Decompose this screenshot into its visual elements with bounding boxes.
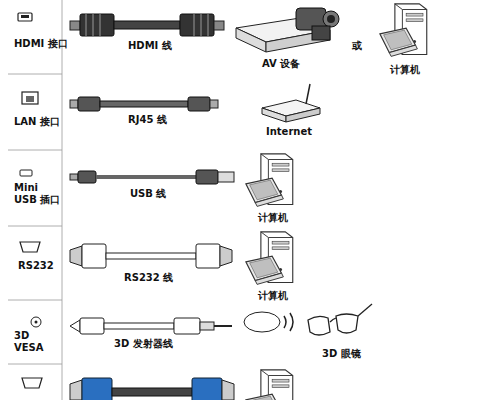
port-label: LAN 接口 [14, 116, 60, 128]
cable-label: RS232 线 [124, 272, 173, 284]
port-label: Mini USB 插口 [14, 182, 62, 206]
device-label: 计算机 [258, 290, 288, 302]
device-label: Internet [266, 126, 312, 138]
port-label: 3D VESA [14, 330, 48, 354]
device-label: 计算机 [390, 64, 420, 76]
device-label: 计算机 [258, 212, 288, 224]
device-label: AV 设备 [262, 58, 300, 70]
cable-label: HDMI 线 [128, 40, 172, 52]
port-label: HDMI 接口 [14, 38, 68, 50]
cable-label: RJ45 线 [128, 114, 167, 126]
or-label: 或 [352, 40, 362, 52]
cable-label: 3D 发射器线 [114, 338, 173, 350]
device-label: 3D 眼镜 [322, 348, 361, 360]
port-label: RS232 [18, 260, 54, 272]
cable-label: USB 线 [130, 188, 166, 200]
